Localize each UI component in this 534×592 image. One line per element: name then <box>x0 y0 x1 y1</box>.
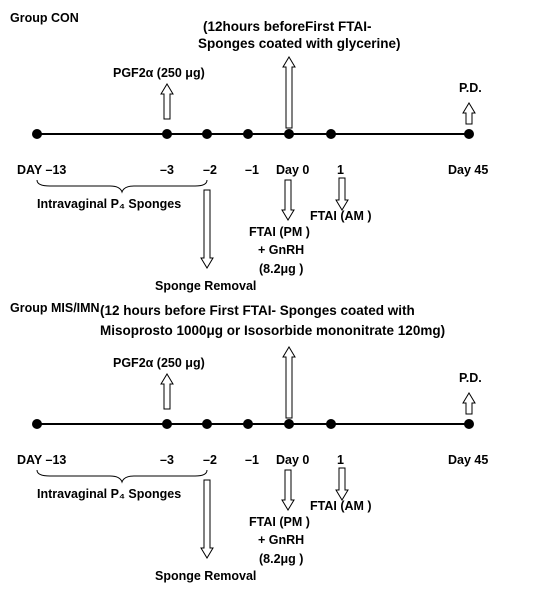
pd-label: P.D. <box>459 81 482 95</box>
sponge-removal-label: Sponge Removal <box>155 569 256 583</box>
ftai-pm-label: FTAI (PM ) <box>249 515 310 529</box>
pd-label: P.D. <box>459 371 482 385</box>
timeline-dot-day-1 <box>326 129 336 139</box>
day-label-day-minus13: DAY –13 <box>17 453 66 467</box>
first-ftai-arrow <box>282 56 296 129</box>
pgf-label: PGF2α (250 μg) <box>113 356 205 370</box>
sponge-label: Intravaginal P₄ Sponges <box>37 197 181 211</box>
day-label-day-45: Day 45 <box>448 453 488 467</box>
sponge-removal-arrow <box>200 189 214 269</box>
day-label-day-minus3: –3 <box>160 163 174 177</box>
gnrh-label: + GnRH <box>258 533 304 547</box>
day-label-day-45: Day 45 <box>448 163 488 177</box>
timeline-dot-day-1 <box>326 419 336 429</box>
top-note-line-1: (12hours beforeFirst FTAI- <box>203 19 372 34</box>
ftai-am-arrow <box>335 177 349 211</box>
pgf-label: PGF2α (250 μg) <box>113 66 205 80</box>
first-ftai-arrow <box>282 346 296 419</box>
gnrh-dose-label: (8.2μg ) <box>259 262 303 276</box>
ftai-am-label: FTAI (AM ) <box>310 499 372 513</box>
day-label-day-minus2: –2 <box>203 163 217 177</box>
sponge-removal-arrow <box>200 479 214 559</box>
day-label-day-0: Day 0 <box>276 453 309 467</box>
group-title-con: Group CON <box>10 11 79 25</box>
timeline-dot-day-45 <box>464 129 474 139</box>
day-label-day-1: 1 <box>337 453 344 467</box>
day-label-day-1: 1 <box>337 163 344 177</box>
day-label-day-0: Day 0 <box>276 163 309 177</box>
pgf-arrow <box>160 83 174 120</box>
gnrh-label: + GnRH <box>258 243 304 257</box>
pd-arrow <box>462 392 476 415</box>
gnrh-dose-label: (8.2μg ) <box>259 552 303 566</box>
day-label-day-minus2: –2 <box>203 453 217 467</box>
day-label-day-minus1: –1 <box>245 163 259 177</box>
pgf-arrow <box>160 373 174 410</box>
timeline-dot-day-minus13 <box>32 129 42 139</box>
top-note-line-1: (12 hours before First FTAI- Sponges coa… <box>100 303 415 318</box>
timeline-dot-day-minus1 <box>243 129 253 139</box>
timeline-dot-day-minus2 <box>202 129 212 139</box>
ftai-am-arrow <box>335 467 349 501</box>
day-label-day-minus3: –3 <box>160 453 174 467</box>
ftai-pm-label: FTAI (PM ) <box>249 225 310 239</box>
ftai-am-label: FTAI (AM ) <box>310 209 372 223</box>
timeline-dot-day-minus13 <box>32 419 42 429</box>
day-label-day-minus13: DAY –13 <box>17 163 66 177</box>
timeline-dot-day-minus1 <box>243 419 253 429</box>
sponge-period-brace <box>36 469 208 484</box>
sponge-label: Intravaginal P₄ Sponges <box>37 487 181 501</box>
pd-arrow <box>462 102 476 125</box>
timeline-dot-day-0 <box>284 129 294 139</box>
sponge-period-brace <box>36 179 208 194</box>
day-label-day-minus1: –1 <box>245 453 259 467</box>
ftai-pm-arrow <box>281 179 295 221</box>
sponge-removal-label: Sponge Removal <box>155 279 256 293</box>
timeline-dot-day-minus2 <box>202 419 212 429</box>
group-title-mis-imn: Group MIS/IMN <box>10 301 100 315</box>
timeline-dot-day-0 <box>284 419 294 429</box>
top-note-line-2: Sponges coated with glycerine) <box>198 36 401 51</box>
timeline-dot-day-minus3 <box>162 129 172 139</box>
timeline-dot-day-45 <box>464 419 474 429</box>
top-note-line-2: Misoprosto 1000μg or Isosorbide mononitr… <box>100 323 445 338</box>
timeline-dot-day-minus3 <box>162 419 172 429</box>
ftai-pm-arrow <box>281 469 295 511</box>
